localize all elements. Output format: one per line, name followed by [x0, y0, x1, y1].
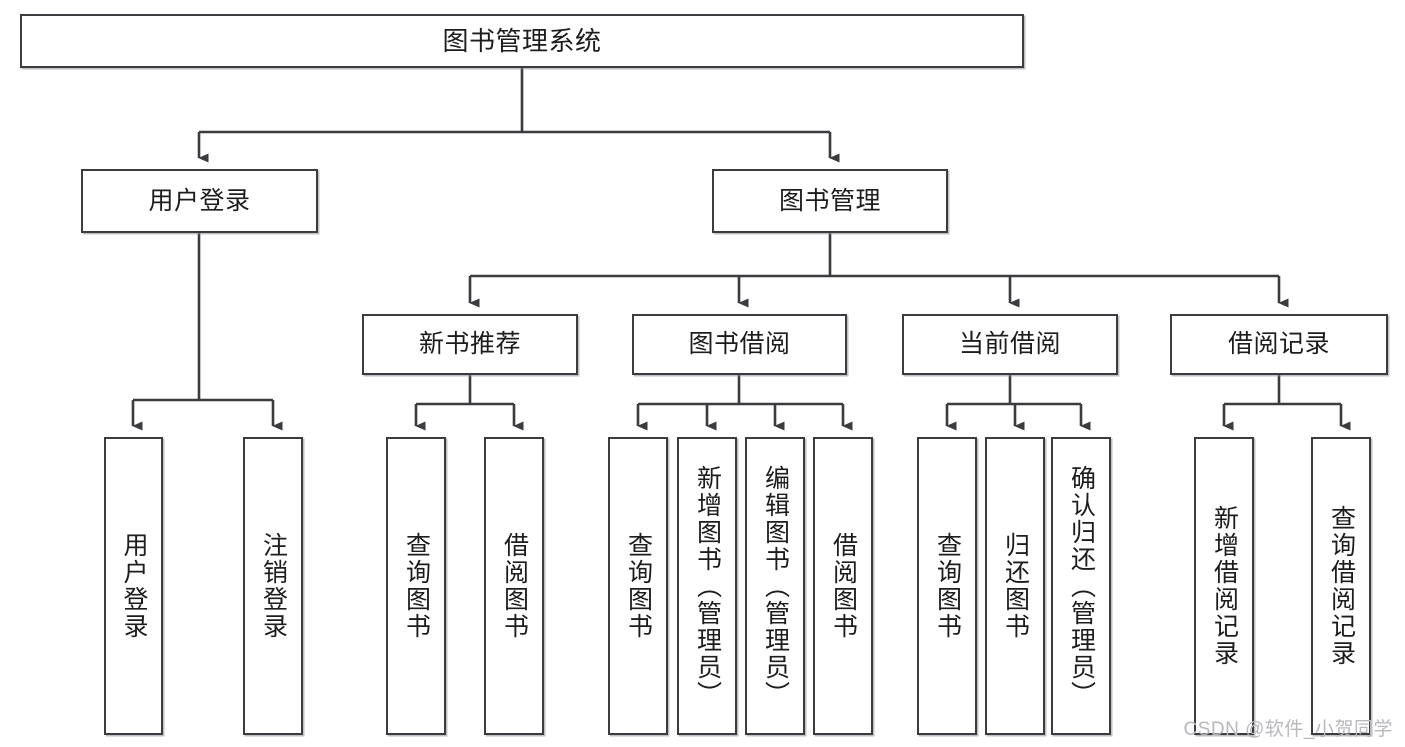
- leaf-confirm-return-admin[interactable]: 确认归还（管理员）: [1051, 437, 1111, 735]
- leaf-add-book-admin[interactable]: 新增图书（管理员）: [677, 437, 737, 735]
- node-book-borrow[interactable]: 图书借阅: [632, 314, 847, 375]
- node-borrow-records-label: 借阅记录: [1227, 330, 1330, 358]
- node-root-label: 图书管理系统: [442, 25, 602, 56]
- leaf-query-book-borrow-label: 查询图书: [624, 532, 653, 640]
- node-new-book-recommend-label: 新书推荐: [418, 330, 521, 358]
- watermark-text: CSDN @软件_小贺同学: [1183, 719, 1393, 740]
- node-current-borrow[interactable]: 当前借阅: [902, 314, 1118, 375]
- leaf-edit-book-admin-label: 编辑图书（管理员）: [761, 464, 790, 708]
- leaf-query-book-current[interactable]: 查询图书: [917, 437, 977, 735]
- leaf-user-login[interactable]: 用户登录: [104, 437, 163, 735]
- leaf-query-book-newbook[interactable]: 查询图书: [386, 437, 446, 735]
- node-current-borrow-label: 当前借阅: [958, 330, 1061, 358]
- leaf-add-borrow-record[interactable]: 新增借阅记录: [1194, 437, 1254, 735]
- leaf-logout-label: 注销登录: [259, 532, 288, 640]
- leaf-add-book-admin-label: 新增图书（管理员）: [693, 464, 722, 708]
- leaf-query-borrow-record-label: 查询借阅记录: [1327, 505, 1356, 667]
- node-user-login-label: 用户登录: [148, 186, 251, 215]
- leaf-borrow-book-newbook[interactable]: 借阅图书: [484, 437, 544, 735]
- node-root[interactable]: 图书管理系统: [20, 14, 1024, 68]
- leaf-query-book-current-label: 查询图书: [933, 532, 962, 640]
- leaf-return-book-label: 归还图书: [1001, 532, 1030, 640]
- leaf-borrow-book-newbook-label: 借阅图书: [500, 532, 529, 640]
- node-user-login[interactable]: 用户登录: [81, 169, 318, 233]
- leaf-query-book-newbook-label: 查询图书: [402, 532, 431, 640]
- leaf-logout[interactable]: 注销登录: [243, 437, 303, 735]
- leaf-return-book[interactable]: 归还图书: [985, 437, 1045, 735]
- leaf-query-borrow-record[interactable]: 查询借阅记录: [1311, 437, 1371, 735]
- node-new-book-recommend[interactable]: 新书推荐: [362, 314, 578, 375]
- leaf-query-book-borrow[interactable]: 查询图书: [608, 437, 668, 735]
- node-borrow-records[interactable]: 借阅记录: [1170, 314, 1388, 375]
- leaf-user-login-label: 用户登录: [120, 532, 148, 640]
- leaf-add-borrow-record-label: 新增借阅记录: [1210, 505, 1239, 667]
- node-book-management-label: 图书管理: [778, 186, 881, 215]
- leaf-confirm-return-admin-label: 确认归还（管理员）: [1067, 464, 1096, 708]
- leaf-lend-book[interactable]: 借阅图书: [813, 437, 873, 735]
- node-book-borrow-label: 图书借阅: [688, 330, 791, 358]
- leaf-lend-book-label: 借阅图书: [829, 532, 858, 640]
- leaf-edit-book-admin[interactable]: 编辑图书（管理员）: [745, 437, 805, 735]
- node-book-management[interactable]: 图书管理: [712, 169, 948, 233]
